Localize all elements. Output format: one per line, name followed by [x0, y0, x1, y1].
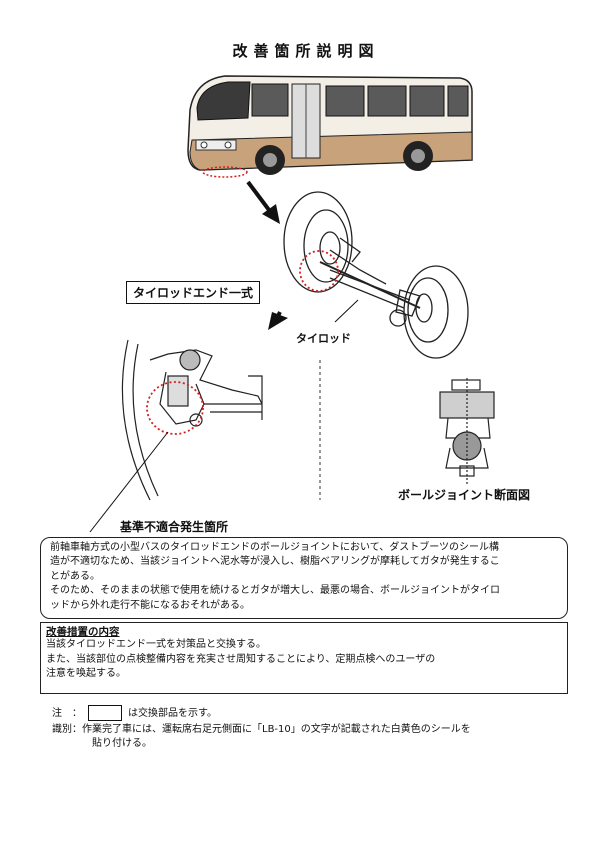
bus-illustration — [187, 75, 473, 178]
measures-line: また、当該部位の点検整備内容を充実させ周知することにより、定期点検へのユーザの — [46, 653, 436, 665]
tie-rod-label: タイロッド — [296, 332, 351, 345]
tie-rod-end-assembly-label: タイロッドエンド一式 — [126, 281, 261, 304]
measures-title: 改善措置の内容 — [46, 626, 120, 638]
arrow-axle-to-detail — [268, 311, 288, 330]
measures-line: 当該タイロッドエンド一式を対策品と交換する。 — [46, 639, 266, 650]
problem-location-label: 基準不適合発生箇所 — [120, 520, 229, 534]
tie-rod-end-detail — [89, 339, 263, 533]
ball-joint-section-label: ボールジョイント断面図 — [398, 488, 531, 502]
note-row: 注 ： は交換部品を示す。 — [52, 705, 217, 721]
identification-label: 識別： — [52, 724, 82, 735]
measures-text: 当該タイロッドエンド一式を対策品と交換する。 また、当該部位の点検整備内容を充実… — [46, 638, 556, 682]
identification-row-2: 貼り付ける。 — [92, 738, 152, 749]
page-title: 改善箇所説明図 — [232, 42, 380, 60]
problem-line: ッドから外れ走行不能になるおそれがある。 — [50, 599, 250, 611]
identification-text: 作業完了車には、運転席右足元側面に「LB-10」の文字が記載された白黄色のシール… — [82, 724, 471, 735]
identification-row: 識別：作業完了車には、運転席右足元側面に「LB-10」の文字が記載された白黄色の… — [52, 723, 471, 737]
problem-line: 造が不適切なため、当該ジョイントへ泥水等が浸入し、樹脂ベアリングが摩耗してガタが… — [50, 556, 500, 568]
measures-line: 注意を喚起する。 — [46, 668, 126, 679]
problem-description: 前軸車軸方式の小型バスのタイロッドエンドのボールジョイントにおいて、ダストブーツ… — [50, 541, 560, 613]
front-axle-illustration — [283, 191, 469, 359]
problem-line: とがある。 — [50, 570, 100, 582]
note-text: は交換部品を示す。 — [128, 708, 217, 719]
problem-line: そのため、そのままの状態で使用を続けるとガタが増大し、最悪の場合、ボールジョイン… — [50, 585, 500, 597]
problem-description-box — [40, 537, 568, 619]
problem-line: 前軸車軸方式の小型バスのタイロッドエンドのボールジョイントにおいて、ダストブーツ… — [50, 542, 499, 553]
note-label: 注 ： — [52, 708, 82, 719]
arrow-bus-to-axle — [246, 180, 280, 224]
ball-joint-section-illustration — [439, 378, 495, 484]
replacement-part-swatch — [88, 705, 122, 721]
measures-box — [40, 622, 568, 694]
